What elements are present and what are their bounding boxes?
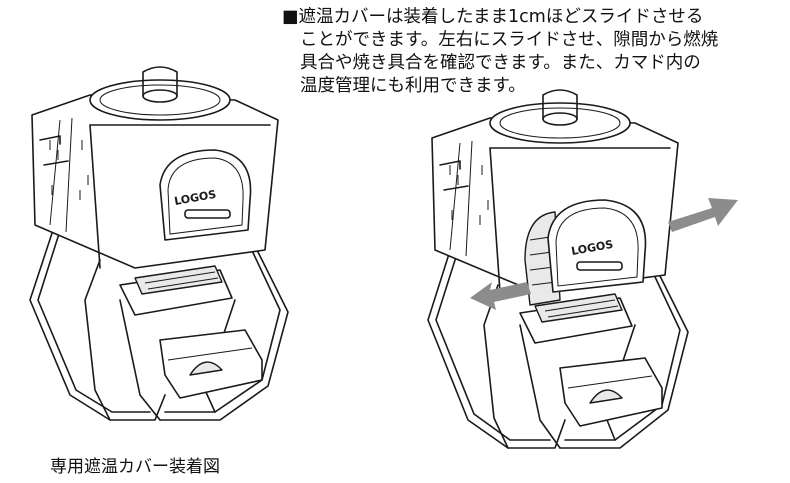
note-line-1: ■遮温カバーは装着したまま1cmほどスライドさせる — [282, 7, 704, 27]
slide-arrow-right-icon — [668, 198, 738, 232]
figure-caption: 専用遮温カバー装着図 — [50, 457, 220, 477]
stove-lid-right — [489, 89, 631, 144]
note-line-4: 温度管理にも利用できます。 — [300, 76, 526, 96]
stove-legs — [29, 214, 289, 421]
stove-ash-tray — [119, 265, 233, 316]
stove-door-slid: LOGOS — [524, 199, 647, 306]
note-line-3: 具合や焼き具合を確認できます。また、カマド内の — [300, 53, 701, 73]
note-line-2: ことができます。左右にスライドさせ、隙間から燃焼 — [300, 30, 719, 50]
bullet-icon: ■ — [282, 7, 299, 27]
slide-arrow-left-icon — [470, 282, 531, 310]
description-note: ■遮温カバーは装着したまま1cmほどスライドさせる ことができます。左右にスライ… — [282, 6, 782, 98]
stove-lid — [89, 66, 231, 121]
stove-base — [159, 329, 263, 399]
stove-base-right — [559, 357, 663, 427]
stove-ash-tray-right — [519, 293, 633, 344]
stove-door: LOGOS — [159, 149, 252, 241]
